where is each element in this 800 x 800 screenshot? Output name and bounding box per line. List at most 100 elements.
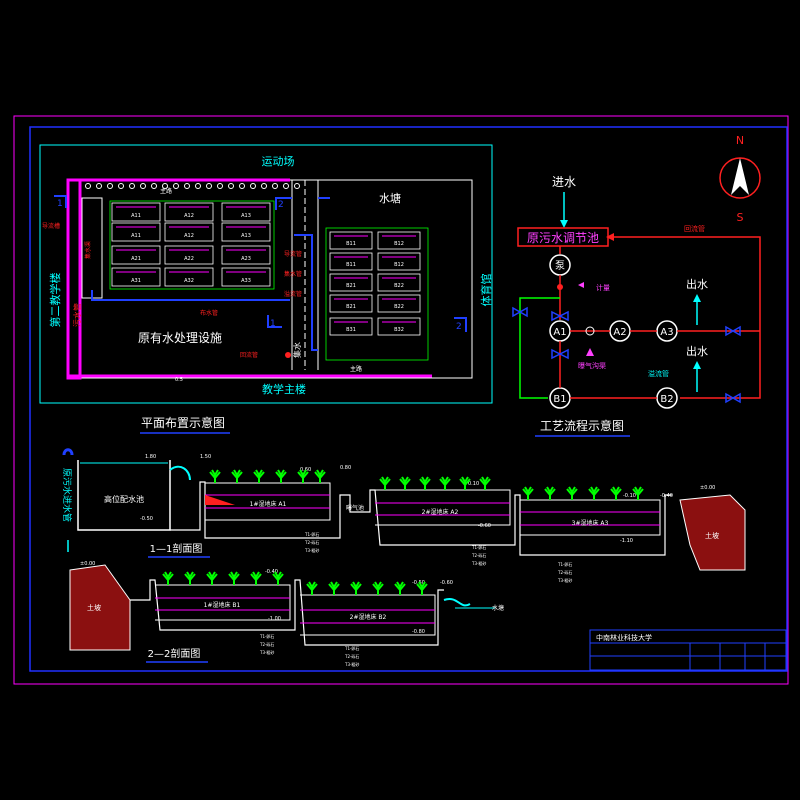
bed-a2-label: 2#湿地床 A2 [422, 508, 459, 516]
plant-icon [250, 571, 262, 585]
tree-icon [250, 183, 256, 189]
layer2-t2b: T2-砾石 [344, 653, 359, 659]
layer-t3b: T3-粗砂 [471, 560, 486, 566]
bed-cell [377, 317, 421, 336]
plan-blue-pipe-a [91, 290, 290, 301]
tree-icon [162, 183, 168, 189]
bed-cell-label: B11 [346, 262, 356, 268]
plant-icon [350, 581, 362, 595]
plant-icon [439, 476, 451, 490]
return-label: 回流管 [684, 224, 705, 233]
lvl-4: 0.80 [340, 465, 351, 471]
meter-label: 计量 [596, 283, 610, 292]
sec1-hill [679, 494, 746, 571]
flow-inlet: 进水 [552, 175, 576, 189]
plant-icon [231, 469, 243, 483]
plant-icon [588, 486, 600, 500]
plant-icon [522, 486, 534, 500]
tree-icon [184, 183, 190, 189]
red-label-5: 回流管 [240, 351, 258, 359]
layer-t2b: T2-砾石 [471, 552, 486, 558]
road-mark: 0.5 [175, 377, 183, 383]
tree-icon [206, 183, 212, 189]
aerate-label: 曝气池 [346, 504, 364, 512]
tree-row [85, 183, 300, 189]
tree-icon [283, 183, 289, 189]
drain-label: 溢流管 [648, 369, 669, 378]
bed-cell [221, 222, 271, 242]
sec1-hill-label: 土坡 [705, 531, 719, 540]
aeration-symbol [585, 326, 595, 336]
main-path-bottom: 主路 [350, 365, 362, 373]
plants-sec1 [209, 469, 644, 500]
site-magenta-left [66, 178, 82, 380]
plan-valve [285, 352, 291, 358]
plant-icon [399, 476, 411, 490]
return-pipe [608, 236, 761, 399]
high-tank [77, 460, 171, 531]
bed-a1-box [205, 482, 331, 521]
valve-icon [725, 392, 741, 404]
red-label-2: 导流管 [284, 250, 302, 258]
tree-icon [140, 183, 146, 189]
layer2-t1b: T1-卵石 [344, 645, 359, 651]
sec1-red-arrow-icon [205, 495, 235, 505]
lvl-0: 1.80 [145, 454, 156, 460]
bed-cell-label: A13 [241, 213, 251, 219]
plan-top-label: 运动场 [262, 154, 295, 168]
bed-cell [329, 317, 373, 336]
sec2-hill-label: 土坡 [87, 603, 101, 612]
north-arrow-icon [731, 158, 749, 195]
plant-icon [297, 469, 309, 483]
node-a3-label: A3 [660, 327, 673, 338]
valves [512, 306, 741, 404]
bed-cell [377, 273, 421, 292]
plant-icon [272, 571, 284, 585]
bed-b2-box [300, 594, 436, 636]
lvl-2: -0.50 [140, 516, 153, 522]
return-arrowhead-icon [606, 233, 614, 241]
aeration-arrow-icon [586, 348, 594, 356]
bed-cell-label: A13 [241, 233, 251, 239]
mark1-top-bracket [54, 195, 67, 208]
mark1-bottom-bracket [267, 315, 282, 328]
plant-icon [610, 486, 622, 500]
bed-cell [164, 202, 214, 222]
plant-icon [306, 581, 318, 595]
tree-icon [151, 183, 157, 189]
plant-icon [544, 486, 556, 500]
node-b2-label: B2 [660, 394, 673, 405]
bed-cell [111, 202, 161, 222]
layer-t1: T1-卵石 [304, 531, 319, 537]
valve-icon [551, 348, 569, 360]
layer-t2: T2-砾石 [304, 539, 319, 545]
plan-left-building: 第二教学楼 [48, 273, 62, 328]
bed-cell [329, 273, 373, 292]
mark1-top: 1 [57, 199, 63, 209]
bed-cell [377, 231, 421, 250]
tree-icon [107, 183, 113, 189]
plan-red-labels: 导流槽 布水管 导流管 集水管 溢流管 回流管 集水渠 [42, 222, 302, 359]
lvl-6: -0.10 [623, 493, 636, 499]
bed-a3-label: 3#湿地床 A3 [572, 519, 609, 527]
b-grid-frame [325, 227, 429, 361]
flow-nodes: A1 A2 A3 B1 B2 [549, 320, 678, 409]
plan-right-building: 体育馆 [479, 274, 493, 307]
meter-arrow-icon [578, 282, 584, 288]
pond-label: 水塘 [379, 191, 401, 205]
sec2-lvl-1: -0.40 [265, 569, 278, 575]
lvl-9: -1.10 [620, 538, 633, 544]
tree-icon [118, 183, 124, 189]
bed-cell-label: A33 [241, 278, 251, 284]
valve-icon [551, 310, 569, 322]
meter-dot [557, 284, 563, 290]
sec2-lvl-4: -1.00 [268, 616, 281, 622]
inlet-pipe-elbow [62, 448, 74, 456]
plant-icon [328, 581, 340, 595]
bed-cell [111, 267, 161, 287]
plant-icon [566, 486, 578, 500]
bed-cell [164, 267, 214, 287]
south-label: S [737, 211, 744, 224]
